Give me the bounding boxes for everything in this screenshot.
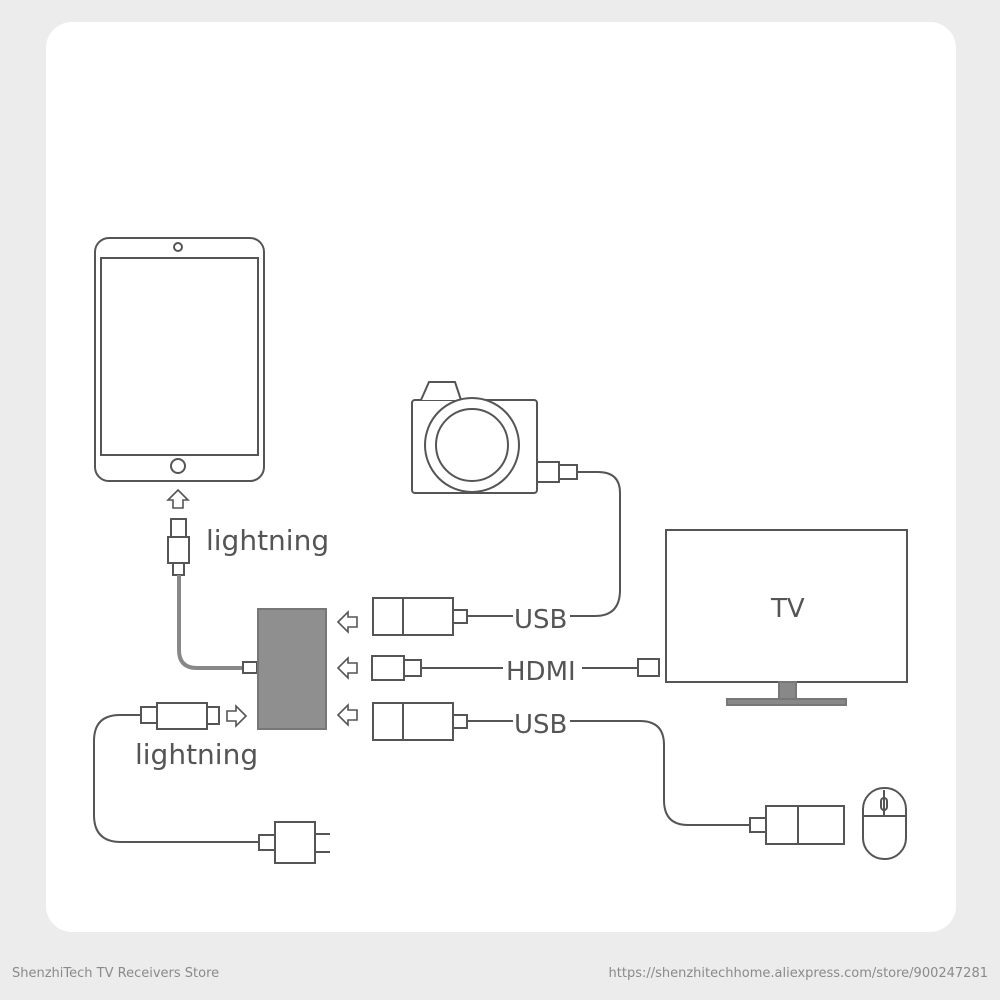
mouse-icon <box>862 787 907 860</box>
hub-adapter-icon <box>257 608 327 730</box>
store-name: ShenzhiTech TV Receivers Store <box>12 966 220 981</box>
label-hdmi: HDMI <box>506 657 576 687</box>
arrow-left-icon <box>336 610 358 634</box>
label-usb-camera: USB <box>514 605 567 635</box>
usb-connector-mouse <box>372 702 468 741</box>
label-lightning-bottom: lightning <box>135 738 258 771</box>
cable-usb-mouse <box>570 720 750 826</box>
lightning-connector-top <box>167 518 190 576</box>
lightning-connector-bottom <box>140 702 220 730</box>
arrow-right-icon <box>226 704 248 728</box>
usb-connector-camera <box>372 597 468 636</box>
tv-icon <box>665 529 908 706</box>
arrow-up-icon <box>166 488 190 509</box>
tablet-icon <box>94 237 265 482</box>
camera-icon <box>411 381 578 494</box>
arrow-left-icon <box>336 656 358 680</box>
arrow-left-icon <box>336 703 358 727</box>
usb-connector-end <box>749 805 845 845</box>
power-adapter-icon <box>258 821 330 864</box>
cable-lightning-hub <box>177 575 243 670</box>
store-url[interactable]: https://shenzhitechhome.aliexpress.com/s… <box>608 966 988 981</box>
hdmi-connector <box>371 655 422 681</box>
label-tv: TV <box>770 594 805 624</box>
cable-usb-camera <box>570 471 621 617</box>
cable-power <box>93 714 259 843</box>
label-lightning-top: lightning <box>206 524 329 557</box>
label-usb-mouse: USB <box>514 710 567 740</box>
